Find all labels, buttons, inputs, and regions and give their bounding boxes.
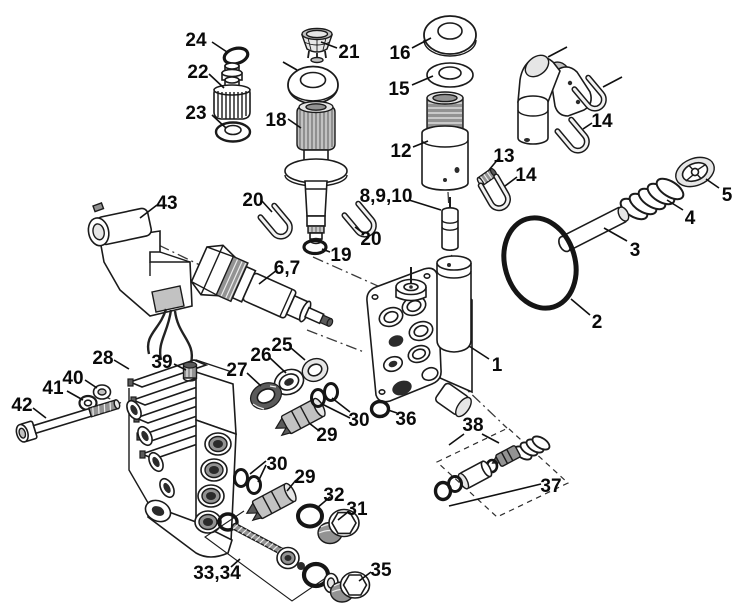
- part-34-ball: [297, 562, 305, 570]
- callout-18: 18: [265, 110, 286, 131]
- callout-16: 16: [389, 43, 410, 64]
- part-8910-piston-pin: [441, 197, 459, 251]
- callout-3334: 33,34: [193, 563, 241, 584]
- callout-31: 31: [346, 499, 368, 520]
- part-29-valve-lower: [245, 482, 297, 522]
- callout-labels: 24 22 23 21 18 16 15 12 13 14 14 5 4 3 2…: [11, 30, 732, 584]
- part-32-oring: [296, 503, 324, 529]
- part-27-seal: [249, 382, 283, 410]
- part-1-valve-body: [366, 255, 473, 418]
- callout-19: 19: [330, 245, 351, 266]
- callout-14a: 14: [515, 165, 537, 186]
- callout-3: 3: [630, 240, 641, 261]
- part-18-inlet-ring: [287, 65, 339, 105]
- kit-3334-outline: [204, 510, 331, 602]
- callout-36: 36: [395, 409, 416, 430]
- callout-29b: 29: [294, 467, 315, 488]
- callout-20a: 20: [242, 190, 263, 211]
- part-18-filler-plug: [284, 100, 348, 245]
- callout-1: 1: [492, 355, 503, 376]
- callout-2: 2: [592, 312, 603, 333]
- part-14-clip-upper: [571, 74, 607, 112]
- callout-14b: 14: [591, 111, 613, 132]
- callout-42: 42: [11, 395, 32, 416]
- part-37-spring: [513, 435, 551, 461]
- callout-22: 22: [187, 62, 208, 83]
- part-outlet-elbow: [517, 54, 592, 145]
- part-34-grommet: [276, 546, 300, 570]
- part-37-orings: [433, 475, 463, 502]
- callout-5: 5: [722, 185, 733, 206]
- callout-35: 35: [370, 560, 392, 581]
- leader-lines: [32, 37, 720, 582]
- part-37-valve: [491, 445, 521, 467]
- callout-32: 32: [323, 485, 344, 506]
- part-12-cylinder: [421, 91, 469, 191]
- callout-21: 21: [338, 42, 360, 63]
- callout-30a: 30: [348, 410, 369, 431]
- part-30-orings-upper: [310, 382, 339, 408]
- part-40-washer: [92, 384, 112, 400]
- callout-13: 13: [493, 146, 514, 167]
- callout-43: 43: [156, 193, 177, 214]
- part-43-pressure-switch: [87, 202, 194, 364]
- callout-41: 41: [42, 378, 64, 399]
- callout-26: 26: [250, 345, 271, 366]
- callout-8910: 8,9,10: [360, 186, 413, 207]
- part-30-orings-lower: [233, 468, 262, 495]
- part-23-washer: [214, 121, 252, 143]
- part-24-oring: [222, 46, 250, 66]
- part-42-bolt: [15, 399, 121, 443]
- callout-20b: 20: [360, 229, 381, 250]
- part-22-hose-fitting: [213, 62, 251, 120]
- part-14-clip-middle: [554, 116, 590, 154]
- callout-30b: 30: [266, 454, 287, 475]
- callout-12: 12: [390, 141, 411, 162]
- part-15-washer: [426, 62, 474, 88]
- part-28-pump-manifold: [126, 359, 237, 558]
- callout-40: 40: [62, 368, 83, 389]
- part-14-clip-lower: [477, 173, 511, 212]
- callout-38: 38: [462, 415, 483, 436]
- part-39-screw: [182, 361, 198, 382]
- part-5-valve-disc: [675, 156, 715, 188]
- part-19-oring: [302, 238, 328, 256]
- callout-39: 39: [151, 352, 172, 373]
- callout-24: 24: [185, 30, 207, 51]
- callout-15: 15: [388, 79, 410, 100]
- kit-37-box: [435, 427, 570, 518]
- part-26-seal: [273, 368, 305, 396]
- callout-25: 25: [271, 335, 293, 356]
- part-20-clip-right: [341, 200, 377, 238]
- callout-27: 27: [226, 360, 247, 381]
- callout-4: 4: [685, 208, 696, 229]
- callout-28: 28: [92, 348, 113, 369]
- part-31-plug: [317, 508, 360, 545]
- part-67-unloader: [190, 244, 334, 327]
- part-3-piston-rod: [558, 206, 630, 253]
- part-21-strainer: [301, 27, 333, 64]
- callout-29a: 29: [316, 425, 337, 446]
- part-33-oring: [217, 512, 239, 532]
- callout-67: 6,7: [274, 258, 300, 279]
- callout-37: 37: [540, 476, 561, 497]
- part-37-bushing: [457, 460, 493, 490]
- part-20-clip-left: [257, 202, 293, 240]
- part-2-oring-large: [501, 215, 579, 311]
- callout-23: 23: [185, 103, 206, 124]
- part-4-spring: [619, 177, 685, 221]
- part-35-plug: [323, 571, 371, 603]
- part-16-cap-ring: [423, 15, 477, 57]
- part-36-oring: [369, 399, 391, 419]
